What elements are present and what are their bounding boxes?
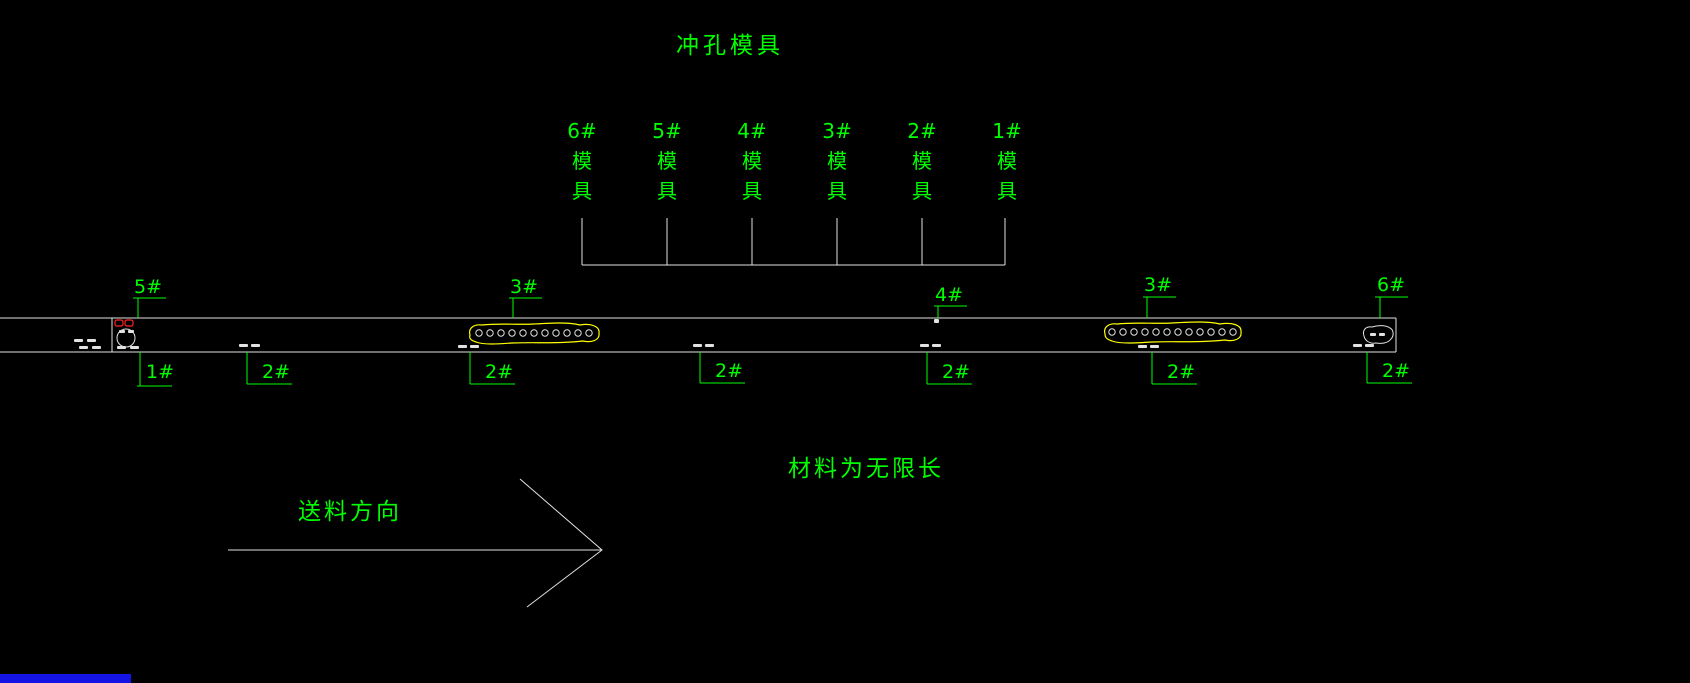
callout-3-left: 3# [510,276,539,298]
punched-holes-row-2 [1108,328,1237,336]
callout-3-right: 3# [1144,274,1173,296]
slot-pair-e [1138,345,1159,348]
callout-2-d: 2# [942,361,971,383]
yellow-highlight-outline-2 [1104,321,1242,344]
callout-2-e: 2# [1167,361,1196,383]
punch-mark-station4 [934,319,939,323]
slot-pair-c [693,344,714,347]
slot-pair-b [458,345,479,348]
part-outline-station6 [1363,325,1394,344]
die-label-1: 1# 模 具 [992,119,1022,203]
feed-direction-arrow [228,478,603,608]
punched-holes-row-1 [475,329,593,337]
material-length-note: 材料为无限长 [788,456,944,482]
drawing-title: 冲孔模具 [676,33,784,59]
die-label-5: 5# 模 具 [652,119,682,203]
red-pilot-marks [114,319,134,327]
slot-pair-under-circle [117,346,139,349]
blue-status-bar-fragment [0,674,131,683]
die-label-3: 3# 模 具 [822,119,852,203]
callout-2-a: 2# [262,361,291,383]
callout-5-strip: 5# [134,276,163,298]
die-label-6: 6# 模 具 [567,119,597,203]
slot-pair-a [239,344,260,347]
die-bracket-lines [581,218,1006,266]
yellow-highlight-outline-1 [469,322,600,345]
slot-pair-left-edge [74,339,101,349]
feed-direction-label: 送料方向 [298,499,402,525]
callout-6: 6# [1377,274,1406,296]
part-outline-station5 [116,328,136,348]
top-leader-lines [133,296,1408,318]
callout-2-f: 2# [1382,360,1411,382]
die-label-2: 2# 模 具 [907,119,937,203]
slot-pair-f [1353,344,1374,347]
callout-4: 4# [935,284,964,306]
callout-2-b: 2# [485,361,514,383]
callout-2-c: 2# [715,360,744,382]
slot-pair-d [920,344,941,347]
bottom-leader-lines [137,352,1412,387]
callout-1: 1# [146,361,175,383]
material-strip-outline [0,317,1397,353]
die-label-4: 4# 模 具 [737,119,767,203]
